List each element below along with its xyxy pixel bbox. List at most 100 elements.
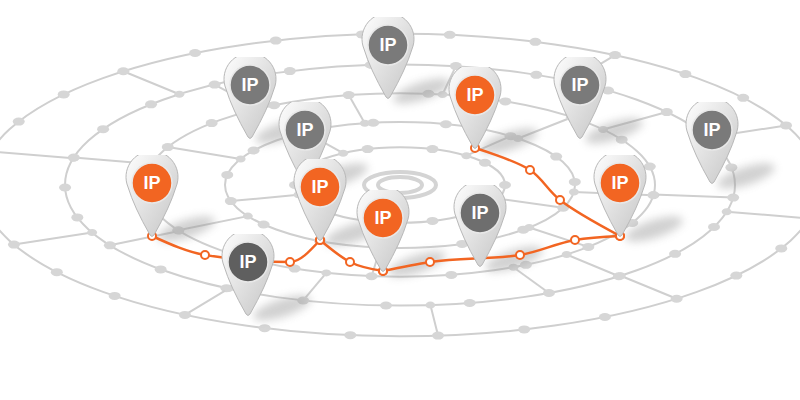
network-dot xyxy=(109,292,121,300)
network-link xyxy=(727,212,800,219)
network-dot xyxy=(362,145,374,153)
ip-pin: IP xyxy=(447,67,503,151)
ip-label: IP xyxy=(452,201,508,225)
network-dot xyxy=(8,241,20,249)
network-dot xyxy=(550,153,562,161)
network-link xyxy=(123,71,179,94)
network-dot xyxy=(671,295,683,303)
ip-pin: IP xyxy=(452,185,508,269)
network-dot xyxy=(426,145,438,153)
network-dot xyxy=(425,302,435,309)
network-dot xyxy=(669,250,681,258)
network-link xyxy=(185,289,229,315)
network-dot xyxy=(51,268,63,276)
network-dot xyxy=(104,241,116,249)
pin-shape xyxy=(452,185,508,269)
network-dot xyxy=(209,81,221,89)
route-dot xyxy=(286,258,294,266)
ip-label: IP xyxy=(220,250,276,274)
ip-pin: IP xyxy=(222,57,278,141)
network-dot xyxy=(562,251,572,258)
network-dot xyxy=(71,213,83,221)
network-link xyxy=(0,152,73,159)
network-dot xyxy=(644,163,656,171)
network-dot xyxy=(780,121,792,129)
pin-body xyxy=(126,155,178,237)
network-dot xyxy=(445,271,457,279)
network-link xyxy=(349,95,365,123)
ip-label: IP xyxy=(360,33,416,57)
network-dot xyxy=(87,229,97,236)
network-dot xyxy=(97,125,109,133)
pin-shape xyxy=(124,155,180,239)
pin-body xyxy=(686,102,738,184)
network-dot xyxy=(543,289,555,297)
network-dot xyxy=(380,301,392,309)
pin-shape xyxy=(552,57,608,141)
pin-shape xyxy=(447,67,503,151)
network-dot xyxy=(236,155,246,162)
network-dot xyxy=(432,332,444,340)
ip-pin: IP xyxy=(360,17,416,101)
network-link xyxy=(168,147,241,159)
ip-pin: IP xyxy=(684,102,740,186)
network-dot xyxy=(258,220,270,228)
route-dot xyxy=(556,196,564,204)
network-dot xyxy=(524,224,534,231)
route-dot xyxy=(516,251,524,259)
route-dot xyxy=(571,236,579,244)
network-dot xyxy=(599,313,611,321)
network-dot xyxy=(68,155,78,162)
pin-body xyxy=(454,185,506,267)
network-dot xyxy=(68,153,80,161)
pin-shape xyxy=(592,155,648,239)
ip-pin: IP xyxy=(355,190,411,274)
network-dot xyxy=(243,213,253,220)
network-dot xyxy=(499,97,511,105)
network-dot xyxy=(722,208,732,215)
network-link xyxy=(14,233,92,245)
network-dot xyxy=(284,67,296,75)
network-dot xyxy=(221,171,233,179)
network-dot xyxy=(444,31,456,39)
network-dot xyxy=(679,70,691,78)
pin-shape xyxy=(355,190,411,274)
network-dot xyxy=(259,324,271,332)
network-dot xyxy=(499,181,511,189)
network-dot xyxy=(13,118,25,126)
network-ring xyxy=(65,64,735,305)
network-dot xyxy=(569,178,581,186)
network-dot xyxy=(155,265,167,273)
route-dot xyxy=(201,251,209,259)
network-dot xyxy=(174,91,184,98)
network-dot xyxy=(343,91,355,99)
ip-pin: IP xyxy=(220,234,276,318)
network-dot xyxy=(206,119,218,127)
network-dot xyxy=(344,331,356,339)
network-dot xyxy=(464,299,476,307)
ip-label: IP xyxy=(552,73,608,97)
network-dot xyxy=(189,49,201,57)
ip-pin: IP xyxy=(292,159,348,243)
network-dot xyxy=(737,94,749,102)
network-dot xyxy=(661,108,673,116)
pin-shape xyxy=(222,57,278,141)
network-dot xyxy=(582,243,594,251)
network-dot xyxy=(775,244,787,252)
pin-body xyxy=(554,57,606,139)
pin-body xyxy=(294,159,346,241)
route-dot xyxy=(346,258,354,266)
network-dot xyxy=(529,38,541,46)
network-dot xyxy=(479,159,491,167)
network-dot xyxy=(248,147,260,155)
network-dot xyxy=(117,67,129,75)
network-dot xyxy=(440,120,452,128)
pin-body xyxy=(222,234,274,316)
route-line xyxy=(383,236,620,271)
network-dot xyxy=(426,217,438,225)
network-dot xyxy=(225,197,237,205)
network-dot xyxy=(162,143,174,151)
pin-shape xyxy=(684,102,740,186)
ip-pin: IP xyxy=(552,57,608,141)
